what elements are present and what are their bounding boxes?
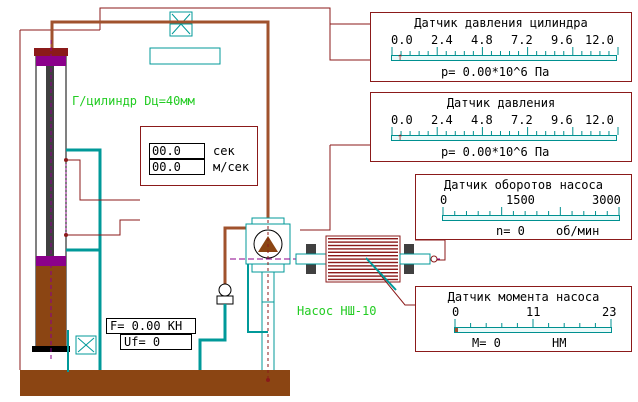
- rpm-title: Датчик оборотов насоса: [444, 178, 603, 192]
- pump-label: Насос НШ-10: [297, 304, 377, 318]
- speed-unit: м/сек: [213, 160, 250, 174]
- cp-tick-4: 9.6: [551, 33, 573, 47]
- cylinder-top-cap: [34, 48, 68, 56]
- p-tick-0: 0.0: [391, 113, 413, 127]
- torque-bar-fill: [455, 328, 459, 332]
- motor-fin: [328, 275, 398, 277]
- motor-fin: [328, 268, 398, 270]
- cp-tick-1: 2.4: [431, 33, 453, 47]
- rpm-sensor-panel: Датчик оборотов насоса 0 1500 3000 n= 0 …: [415, 174, 632, 240]
- torque-title: Датчик момента насоса: [447, 290, 600, 304]
- torque-tick-2: 23: [602, 305, 617, 319]
- cylinder-pressure-readout: p= 0.00*10^6 Па: [441, 65, 550, 79]
- rpm-scale-ticks: [442, 207, 620, 215]
- cylinder-pressure-sensor-panel: Датчик давления цилиндра 0.0 2.4 4.8 7.2…: [370, 12, 632, 82]
- p-tick-5: 12.0: [585, 113, 614, 127]
- rpm-readout-unit: об/мин: [556, 224, 600, 238]
- p-tick-1: 2.4: [431, 113, 453, 127]
- cp-tick-2: 4.8: [471, 33, 493, 47]
- torque-tick-1: 11: [526, 305, 541, 319]
- p-tick-4: 9.6: [551, 113, 573, 127]
- p-pointer-icon: ↑: [397, 132, 404, 143]
- force-panel: F= 0.00 КН Uf= 0: [106, 318, 196, 352]
- pressure-relief-valve: [218, 283, 232, 297]
- motor-fin: [328, 255, 398, 257]
- time-unit: сек: [213, 144, 235, 158]
- p-tick-2: 4.8: [471, 113, 493, 127]
- motor-fin: [328, 261, 398, 264]
- cp-tick-0: 0.0: [391, 33, 413, 47]
- torque-tick-0: 0: [452, 305, 460, 319]
- motor-fin: [328, 251, 398, 253]
- p-tick-3: 7.2: [511, 113, 533, 127]
- pressure-sensor-panel: Датчик давления 0.0 2.4 4.8 7.2 9.6 12.0…: [370, 92, 632, 162]
- pressure-readout: p= 0.00*10^6 Па: [441, 145, 550, 159]
- torque-bar: [454, 327, 612, 333]
- frame-line-cyl-sensor: [329, 24, 370, 61]
- oil-line-top: [50, 20, 270, 220]
- top-indicator: [149, 47, 221, 65]
- time-value: 00.0: [149, 143, 205, 159]
- rpm-readout-value: n= 0: [496, 224, 525, 238]
- cylinder-pressure-title: Датчик давления цилиндра: [414, 16, 588, 30]
- motor-fin: [328, 238, 398, 240]
- rpm-tick-2: 3000: [592, 193, 621, 207]
- motor-fin: [328, 278, 398, 281]
- torque-sensor-panel: Датчик момента насоса 0 11 23 M= 0 НМ: [415, 286, 632, 352]
- pressure-title: Датчик давления: [446, 96, 556, 110]
- electric-motor: [328, 238, 398, 281]
- rpm-tick-1: 1500: [506, 193, 535, 207]
- torque-readout-unit: НМ: [552, 336, 567, 350]
- cp-pointer-icon: ↑: [397, 52, 404, 63]
- ground-base: [20, 370, 290, 396]
- motor-fin: [328, 248, 398, 250]
- rpm-bar: [442, 215, 620, 221]
- motor-fin: [328, 258, 398, 260]
- motor-fin: [328, 244, 398, 247]
- motor-fin: [328, 272, 398, 274]
- force-uf-value: Uf= 0: [120, 334, 192, 350]
- cylinder-label: Г/цилиндр Dц=40мм: [72, 94, 195, 108]
- torque-readout-value: M= 0: [472, 336, 501, 350]
- p-scale-ticks: [391, 127, 619, 135]
- linkage-line: [66, 159, 140, 201]
- frame-line-pressure-down: [300, 145, 331, 231]
- cp-scale-ticks: [391, 47, 619, 55]
- frame-line-rpm: [415, 239, 446, 261]
- piston-rod: [46, 66, 54, 256]
- pressure-bar: [391, 135, 617, 141]
- torque-scale-ticks: [454, 319, 612, 327]
- rpm-tick-0: 0: [440, 193, 448, 207]
- cp-tick-5: 12.0: [585, 33, 614, 47]
- motor-fin: [328, 241, 398, 243]
- frame-line-top: [99, 7, 370, 30]
- timer-panel: 00.0 сек 00.0 м/сек: [140, 126, 258, 186]
- speed-value: 00.0: [149, 159, 205, 175]
- cylinder-pressure-bar: [391, 55, 617, 61]
- force-value: F= 0.00 КН: [106, 318, 196, 334]
- motor-fin: [328, 265, 398, 267]
- cp-tick-3: 7.2: [511, 33, 533, 47]
- frame-line-torque: [377, 271, 415, 306]
- hydro-line-left: [66, 148, 102, 370]
